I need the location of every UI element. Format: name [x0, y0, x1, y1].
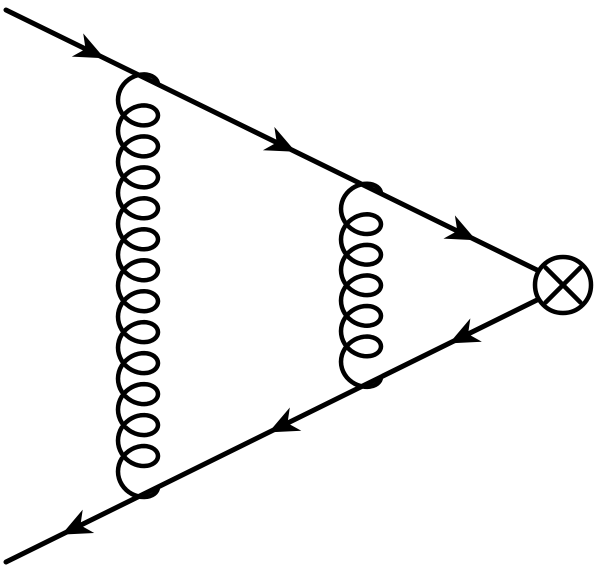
lower-arrowhead-3: [61, 509, 95, 535]
operator-insertion: [532, 254, 594, 316]
lower-arrowhead-1: [449, 318, 482, 344]
upper-arrowhead-3: [443, 215, 477, 241]
inner-gluon: [338, 181, 384, 390]
upper-arrowhead-2: [262, 126, 296, 152]
vertex-cross-stroke-2: [543, 265, 583, 305]
outer-gluon: [115, 72, 161, 500]
upper-arrowhead-1: [71, 33, 105, 59]
lower-arrowhead-2: [268, 407, 302, 433]
